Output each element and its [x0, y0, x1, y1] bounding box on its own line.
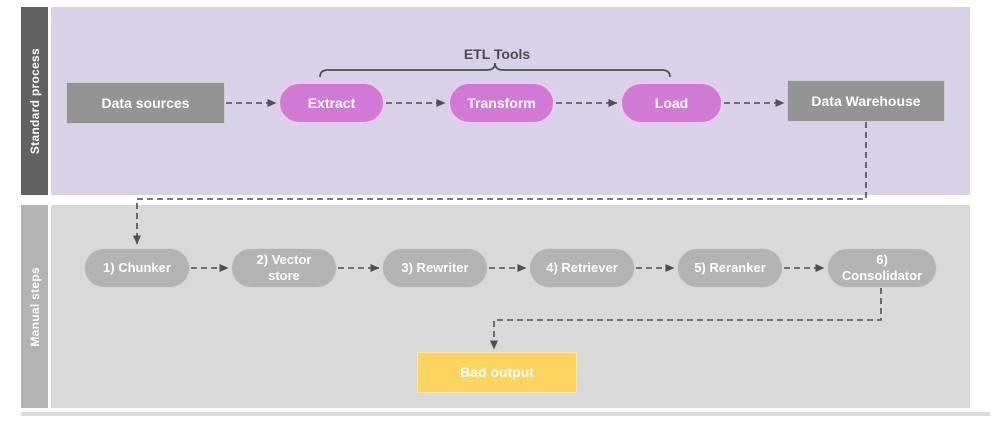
lane-header-standard-process: Standard process: [21, 7, 48, 195]
node-transform: Transform: [448, 82, 555, 124]
node-reranker: 5) Reranker: [677, 248, 783, 288]
node-load-label: Load: [654, 94, 689, 111]
node-vector-store-label: 2) Vector store: [256, 252, 312, 283]
node-vector-store: 2) Vector store: [231, 248, 337, 288]
node-retriever-label: 4) Retriever: [546, 260, 618, 275]
lane-header-manual-steps: Manual steps: [21, 205, 48, 408]
node-rewriter-label: 3) Rewriter: [401, 260, 469, 275]
node-reranker-label: 5) Reranker: [694, 260, 766, 275]
etl-tools-label: ETL Tools: [463, 46, 531, 62]
node-data-sources: Data sources: [66, 82, 225, 124]
node-transform-label: Transform: [467, 94, 536, 111]
node-chunker: 1) Chunker: [84, 248, 190, 288]
node-bad-output: Bad output: [417, 352, 577, 393]
node-extract-label: Extract: [307, 94, 356, 111]
node-data-warehouse-label: Data Warehouse: [811, 92, 921, 109]
node-retriever: 4) Retriever: [529, 248, 635, 288]
etl-tools-brace: [319, 62, 671, 78]
arrow-warehouse-chunker: [133, 122, 867, 245]
node-rewriter: 3) Rewriter: [382, 248, 488, 288]
node-chunker-label: 1) Chunker: [103, 260, 171, 275]
node-consolidator-label: 6) Consolidator: [841, 252, 923, 283]
next-lane-edge: [21, 412, 990, 416]
arrow-consolidator-badoutput: [490, 288, 882, 350]
node-data-sources-label: Data sources: [101, 94, 190, 111]
node-bad-output-label: Bad output: [460, 364, 534, 380]
node-extract: Extract: [278, 82, 385, 124]
node-consolidator: 6) Consolidator: [827, 248, 937, 288]
node-data-warehouse: Data Warehouse: [787, 80, 945, 122]
node-load: Load: [620, 82, 723, 124]
